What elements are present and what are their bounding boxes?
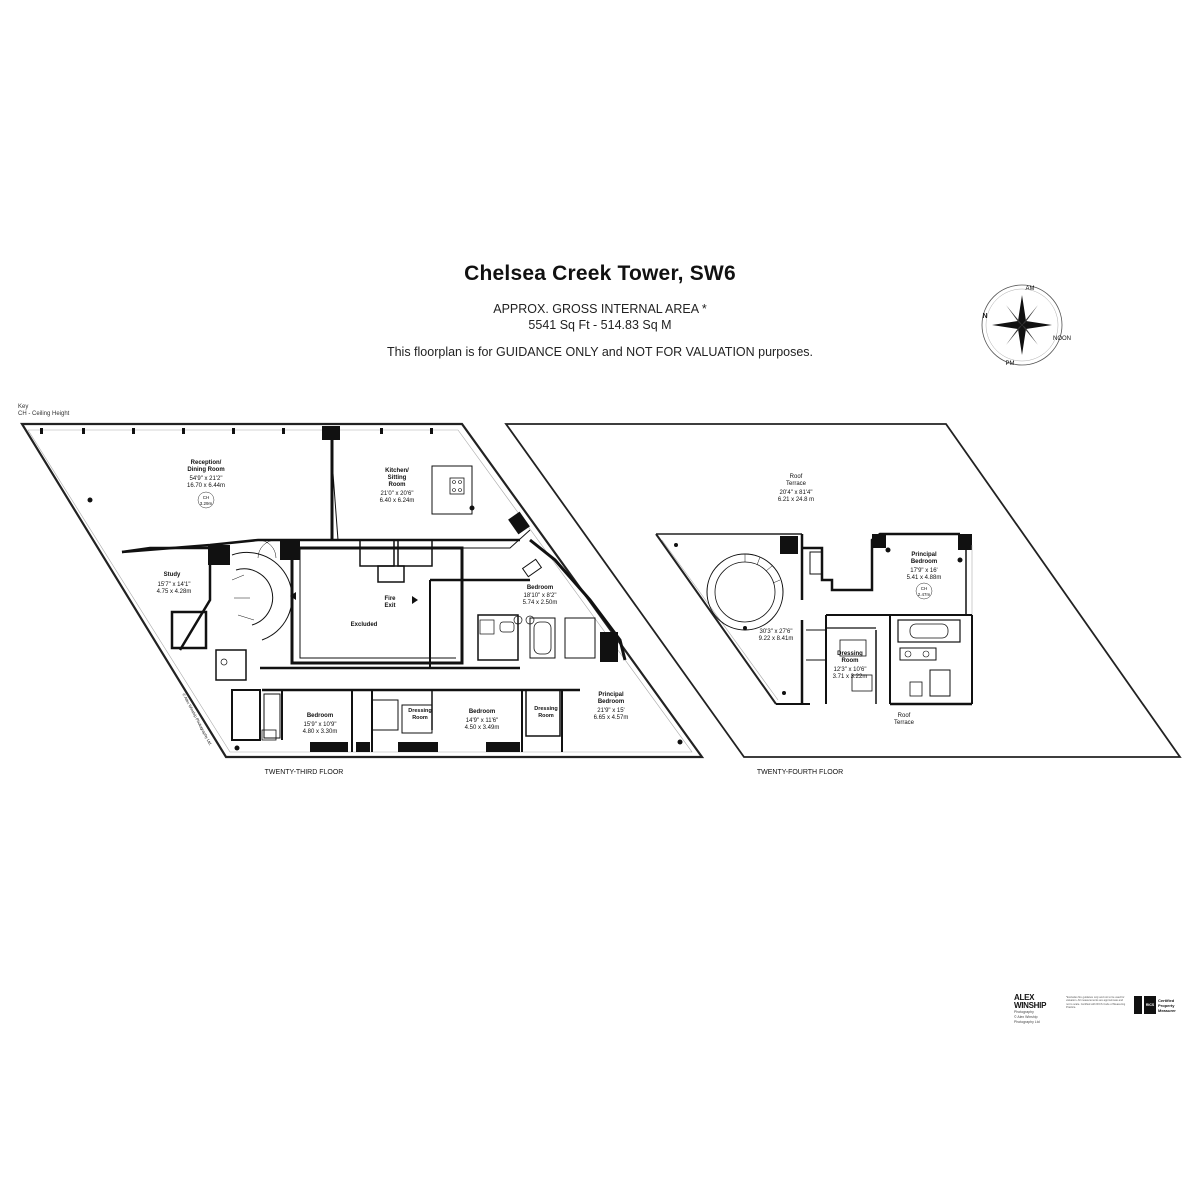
room-roof-terrace-1-name2: Terrace (786, 481, 807, 487)
room-dressing-3-name2: Room (842, 658, 859, 664)
room-reception-imperial: 54'9" x 21'2" (190, 476, 223, 482)
room-reception-metric: 16.70 x 6.44m (187, 483, 225, 489)
room-dressing-2-name2: Room (538, 713, 554, 719)
room-bedroom-2-imperial: 15'9" x 10'9" (304, 722, 337, 728)
rics-badge: RICS Certified Property Measurer (1134, 996, 1194, 1014)
room-bedroom-1-imperial: 18'10" x 8'2" (524, 593, 557, 599)
area-values: 5541 Sq Ft - 514.83 Sq M (528, 318, 672, 332)
room-kitchen-name2: Sitting (388, 475, 407, 481)
ceiling-height-marker (197, 491, 215, 509)
room-kitchen-metric: 6.40 x 6.24m (380, 498, 415, 504)
room-dressing-3-name: Dressing (837, 651, 863, 657)
room-roof-terrace-1-imperial: 20'4" x 81'4" (780, 490, 813, 496)
ceiling-height-marker-24 (915, 582, 933, 600)
room-study-metric: 4.75 x 4.28m (157, 589, 192, 595)
room-principal-1-name2: Bedroom (598, 699, 624, 705)
fire-exit-name: Fire (384, 596, 396, 602)
floor-name-23: TWENTY-THIRD FLOOR (265, 769, 344, 776)
room-roof-terrace-1-metric: 6.21 x 24.8 m (778, 497, 814, 503)
compass-needle-icon (1018, 295, 1026, 325)
room-principal-2-ch: CH (921, 586, 928, 591)
compass-am: AM (1026, 286, 1035, 292)
logo-line-1: ALEX (1014, 993, 1035, 1002)
rics-text-2: Property (1158, 1002, 1175, 1008)
fire-exit-name2: Exit (384, 603, 395, 609)
room-bedroom-3-name: Bedroom (469, 709, 495, 715)
area-label: APPROX. GROSS INTERNAL AREA * (493, 302, 707, 316)
rics-text-3: Measurer (1158, 1007, 1176, 1013)
room-reception-ch-value: 3.29m (200, 501, 213, 506)
room-kitchen-imperial: 21'0" x 20'6" (381, 491, 414, 497)
room-principal-1-name: Principal (598, 692, 624, 698)
rics-text: Certified Property Measurer (1158, 998, 1176, 1013)
compass-noon: NOON (1053, 336, 1071, 342)
disclaimer: This floorplan is for GUIDANCE ONLY and … (386, 345, 814, 359)
room-study-imperial: 15'7" x 14'1" (158, 582, 191, 588)
room-dressing-3-imperial: 12'3" x 10'6" (834, 667, 867, 673)
page-title: Chelsea Creek Tower, SW6 (464, 262, 736, 285)
room-principal-2-metric: 5.41 x 4.88m (907, 575, 942, 581)
room-stair-hall-metric: 9.22 x 8.41m (759, 636, 794, 642)
twenty-third-floor-plan (20, 422, 705, 759)
room-dressing-3-metric: 3.71 x 3.22m (833, 674, 868, 680)
logo-line-3: Photography (1014, 1010, 1034, 1014)
room-excluded-name: Excluded (351, 622, 378, 628)
room-dressing-2-name: Dressing (534, 706, 558, 712)
twenty-fourth-floor-plan (504, 423, 1182, 758)
room-bedroom-2-name: Bedroom (307, 713, 333, 719)
room-principal-2-name: Principal (911, 552, 937, 558)
room-bedroom-3-imperial: 14'9" x 11'6" (466, 718, 498, 724)
room-bedroom-2-metric: 4.80 x 3.30m (303, 729, 338, 735)
compass-north: N (982, 313, 987, 320)
room-bedroom-1-metric: 5.74 x 2.50m (523, 600, 558, 606)
room-roof-terrace-1-name: Roof (790, 474, 803, 480)
room-principal-1-imperial: 21'9" x 15' (597, 708, 624, 714)
room-bedroom-3-metric: 4.50 x 3.49m (465, 725, 500, 731)
key-item: CH - Ceiling Height (18, 411, 70, 417)
room-stair-hall-imperial: 30'3" x 27'6" (760, 629, 793, 635)
rics-logo: RICS (1144, 996, 1156, 1014)
room-dressing-1-name: Dressing (408, 708, 432, 714)
room-reception-ch: CH (203, 495, 210, 500)
room-reception-name: Reception/ (191, 460, 222, 466)
room-principal-2-imperial: 17'9" x 16' (910, 568, 937, 574)
key-title: Key (18, 404, 29, 410)
room-reception-name2: Dining Room (187, 467, 224, 473)
room-bedroom-1-name: Bedroom (527, 585, 553, 591)
logo-line-4: © Alex Winship Photography Ltd (1014, 1015, 1040, 1024)
room-principal-2-ch-value: 2.47m (918, 592, 931, 597)
room-kitchen-name3: Room (389, 482, 406, 488)
room-roof-terrace-2-name: Roof (898, 713, 911, 719)
logo-line-2: WINSHIP (1014, 1001, 1047, 1010)
floor-name-24: TWENTY-FOURTH FLOOR (757, 769, 843, 776)
room-kitchen-name: Kitchen/ (385, 468, 409, 474)
room-roof-terrace-2-name2: Terrace (894, 720, 915, 726)
twenty-third-floor-labels: Reception/ Dining Room 54'9" x 21'2" 16.… (157, 460, 629, 776)
room-principal-2-name2: Bedroom (911, 559, 937, 565)
room-principal-1-metric: 6.65 x 4.57m (594, 715, 629, 721)
rics-text-1: Certified (1158, 997, 1175, 1003)
twenty-fourth-floor-labels: Roof Terrace 20'4" x 81'4" 6.21 x 24.8 m… (757, 474, 942, 776)
legal-text: *Excludes fire guidance only and not to … (1066, 996, 1126, 1010)
compass-pm: PM (1006, 361, 1015, 367)
room-study-name: Study (164, 572, 181, 578)
room-dressing-1-name2: Room (412, 715, 428, 721)
compass: N AM NOON PM (981, 284, 1071, 367)
alex-winship-logo: ALEX WINSHIP Photography © Alex Winship … (1014, 994, 1054, 1025)
measurement-mark-icon (1134, 996, 1142, 1014)
